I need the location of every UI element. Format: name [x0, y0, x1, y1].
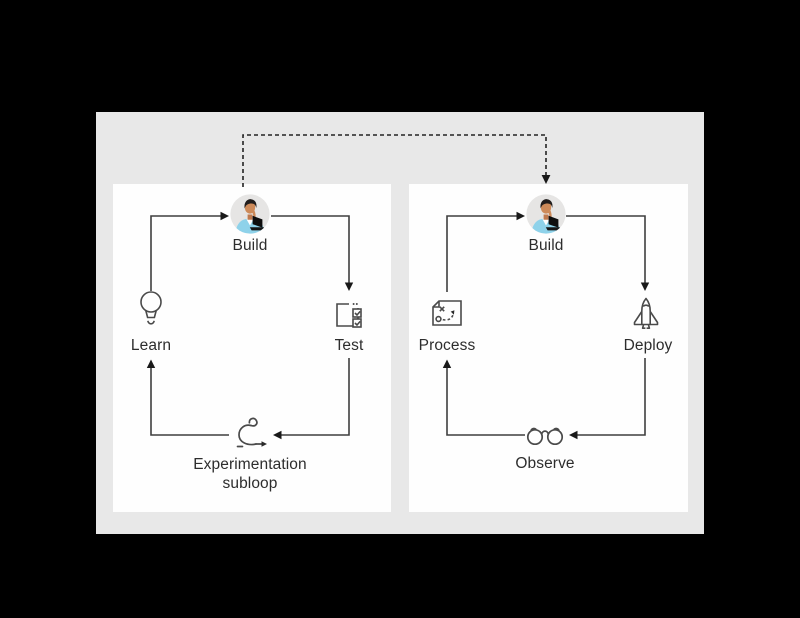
build-label-left: Build	[232, 237, 268, 254]
strategy-icon	[432, 300, 462, 326]
process-label: Process	[418, 337, 476, 354]
test-label: Test	[334, 337, 364, 354]
experimentation-subloop-label: Experimentation subloop	[193, 456, 307, 492]
deploy-label: Deploy	[623, 337, 673, 354]
learn-label: Learn	[130, 337, 172, 354]
build-label-right: Build	[528, 237, 564, 254]
binoculars-icon	[526, 427, 564, 446]
developer-avatar	[526, 194, 566, 234]
checklist-icon	[336, 303, 362, 328]
iteration-loop-icon	[236, 417, 267, 448]
developer-avatar	[230, 194, 270, 234]
observe-label: Observe	[515, 455, 575, 472]
space-shuttle-icon	[633, 297, 659, 329]
lightbulb-icon	[140, 291, 162, 325]
